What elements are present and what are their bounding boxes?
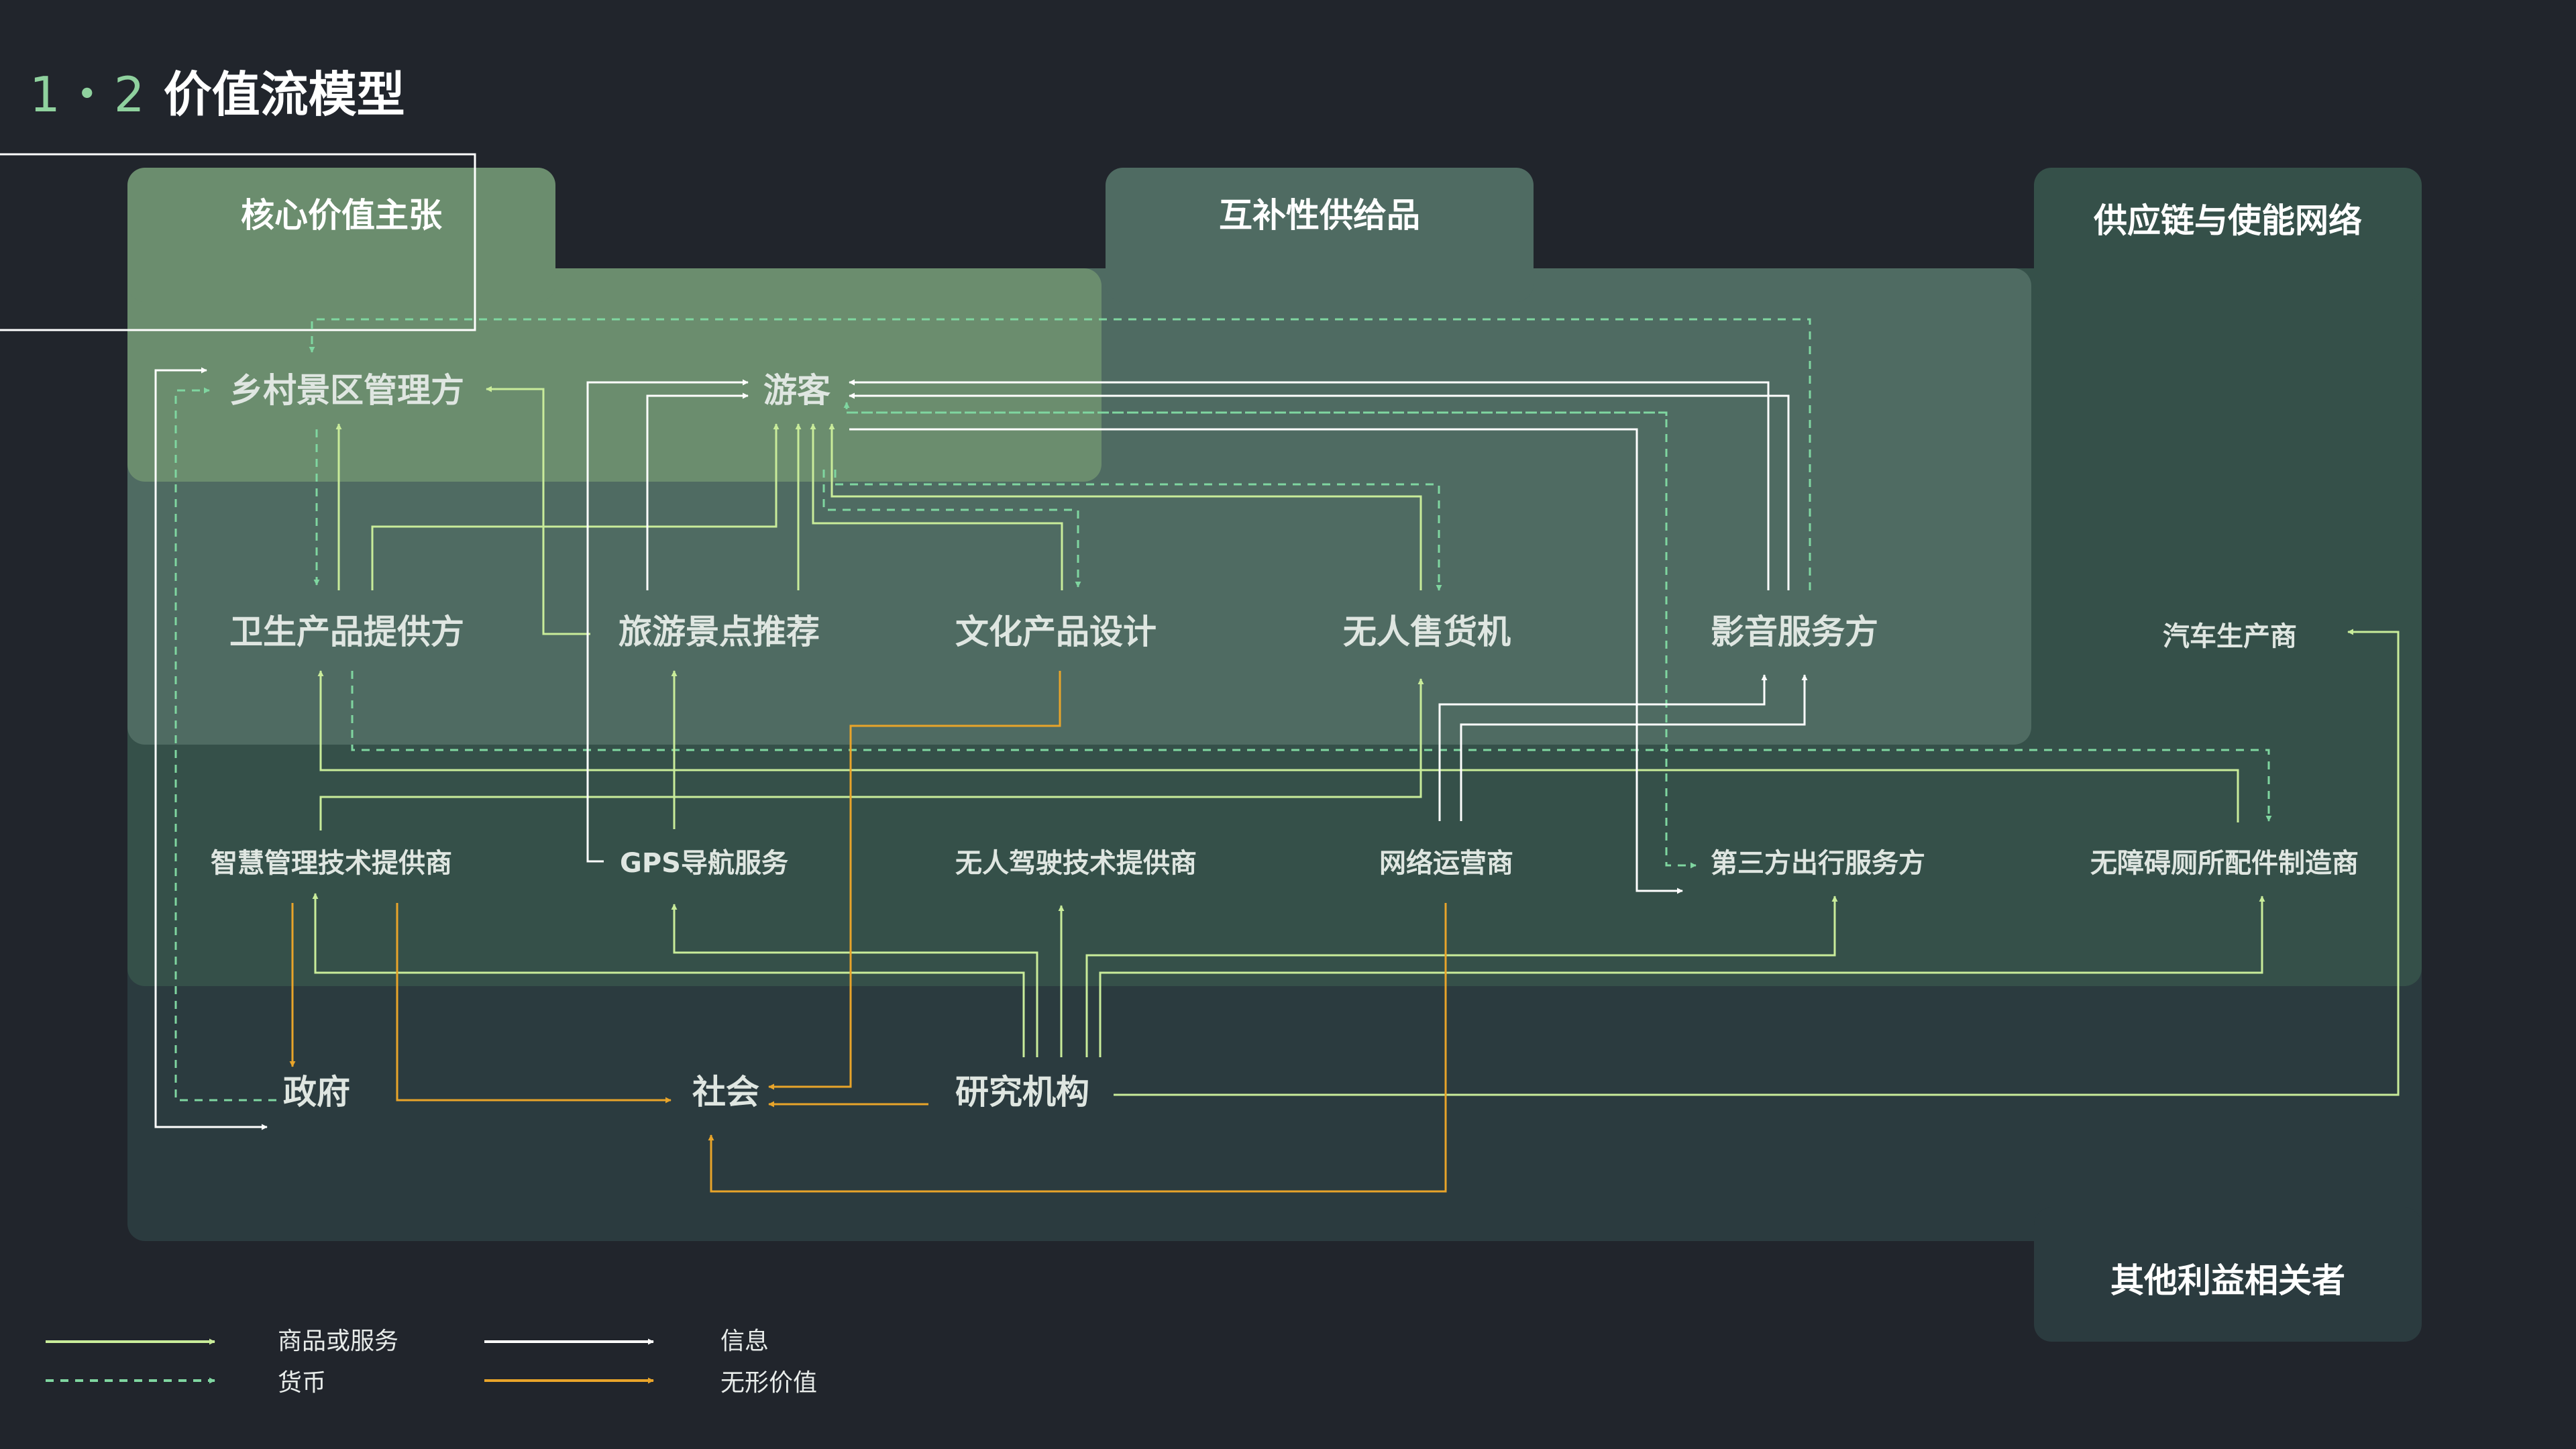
node-cultural-design: 文化产品设计 (955, 612, 1157, 651)
region-others-tab (2034, 1208, 2422, 1342)
node-research: 研究机构 (955, 1073, 1089, 1112)
arrow-info-tourist-to-third-party (849, 428, 1683, 894)
arrow-intangible-network-to-society (708, 903, 1447, 1193)
arrow-goods-research-to-car-maker (1114, 629, 2400, 1096)
arrow-goods-research-to-gps (671, 904, 1038, 1057)
arrow-info-gps-to-tourist (586, 379, 749, 863)
arrow-currency-sanitary-to-accessible (351, 671, 2272, 822)
title-text: 价值流模型 (163, 66, 405, 123)
arrow-goods-research-to-accessible (1099, 896, 2265, 1057)
legend-currency-label: 货币 (278, 1369, 327, 1397)
legend-intangible-label: 无形价值 (720, 1369, 818, 1397)
flow-arrows (154, 318, 2400, 1193)
group-others-label: 其他利益相关者 (2110, 1261, 2345, 1300)
arrow-currency-gov-to-rural (174, 387, 276, 1102)
node-government: 政府 (283, 1073, 350, 1112)
arrow-goods-sanitary-to-tourist (371, 423, 780, 590)
legend-swatches (46, 1338, 654, 1384)
arrow-goods-research-to-smart (312, 893, 1025, 1057)
arrow-goods-smart-to-vending (319, 678, 1424, 830)
legend-goods-services-label: 商品或服务 (278, 1328, 399, 1355)
arrow-currency-tourist-to-vending (834, 470, 1442, 591)
node-gps: GPS导航服务 (620, 848, 788, 879)
node-tourist: 游客 (763, 371, 830, 410)
arrow-info-route-to-tourist (646, 392, 749, 590)
arrow-info-network-to-av (1438, 674, 1768, 821)
arrow-currency-to-tourist (843, 402, 1668, 416)
node-autonomous: 无人驾驶技术提供商 (955, 848, 1197, 879)
arrow-goods-research-to-third-party (1085, 896, 1838, 1057)
arrow-goods-cultural-to-tourist (810, 423, 1063, 590)
arrow-currency-to-third-party (847, 411, 1697, 869)
arrow-currency-tourist-to-cultural (822, 470, 1081, 588)
node-third-party-travel: 第三方出行服务方 (1711, 848, 1925, 879)
arrow-info-top-left (154, 367, 207, 402)
region-supply-chain-tab (2034, 168, 2422, 302)
arrow-info-av-to-tourist (849, 379, 1770, 590)
node-rural-scenic-manager: 乡村景区管理方 (229, 371, 464, 410)
arrow-info-av2-to-tourist (849, 392, 1790, 590)
arrow-info-network2-to-av (1460, 674, 1808, 821)
legend-information-label: 信息 (720, 1328, 769, 1355)
arrow-intangible-smart-to-society (396, 903, 672, 1104)
arrow-goods-accessible-to-sanitary (317, 670, 2239, 822)
arrow-info-left-to-gov (154, 402, 268, 1130)
node-av-service: 影音服务方 (1711, 612, 1878, 651)
region-core-tab (127, 168, 555, 302)
arrow-currency-av-to-rural (309, 318, 1811, 590)
arrow-intangible-cultural-to-society (768, 671, 1061, 1090)
title-number: 1・2 (30, 66, 148, 123)
node-society: 社会 (692, 1073, 759, 1112)
node-route-recommend: 旅游景点推荐 (619, 612, 820, 651)
group-supply-chain-label: 供应链与使能网络 (2094, 201, 2362, 240)
regions (127, 168, 2422, 1342)
node-smart-tech: 智慧管理技术提供商 (211, 848, 452, 879)
node-network-operator: 网络运营商 (1379, 848, 1513, 879)
node-accessible-parts: 无障碍厕所配件制造商 (2090, 848, 2359, 879)
title-bracket-line (0, 153, 476, 331)
arrow-goods-vending-to-tourist (828, 423, 1422, 590)
group-complementary-label: 互补性供给品 (1219, 196, 1420, 235)
region-complementary-tab (1106, 168, 1534, 302)
page-title: 1・2 价值流模型 (30, 55, 405, 125)
arrow-goods-route-to-rural (486, 386, 590, 635)
node-sanitary-supplier: 卫生产品提供方 (229, 612, 464, 651)
node-vending-machine: 无人售货机 (1343, 612, 1511, 651)
group-core-label: 核心价值主张 (241, 196, 442, 235)
node-car-maker: 汽车生产商 (2163, 621, 2297, 652)
